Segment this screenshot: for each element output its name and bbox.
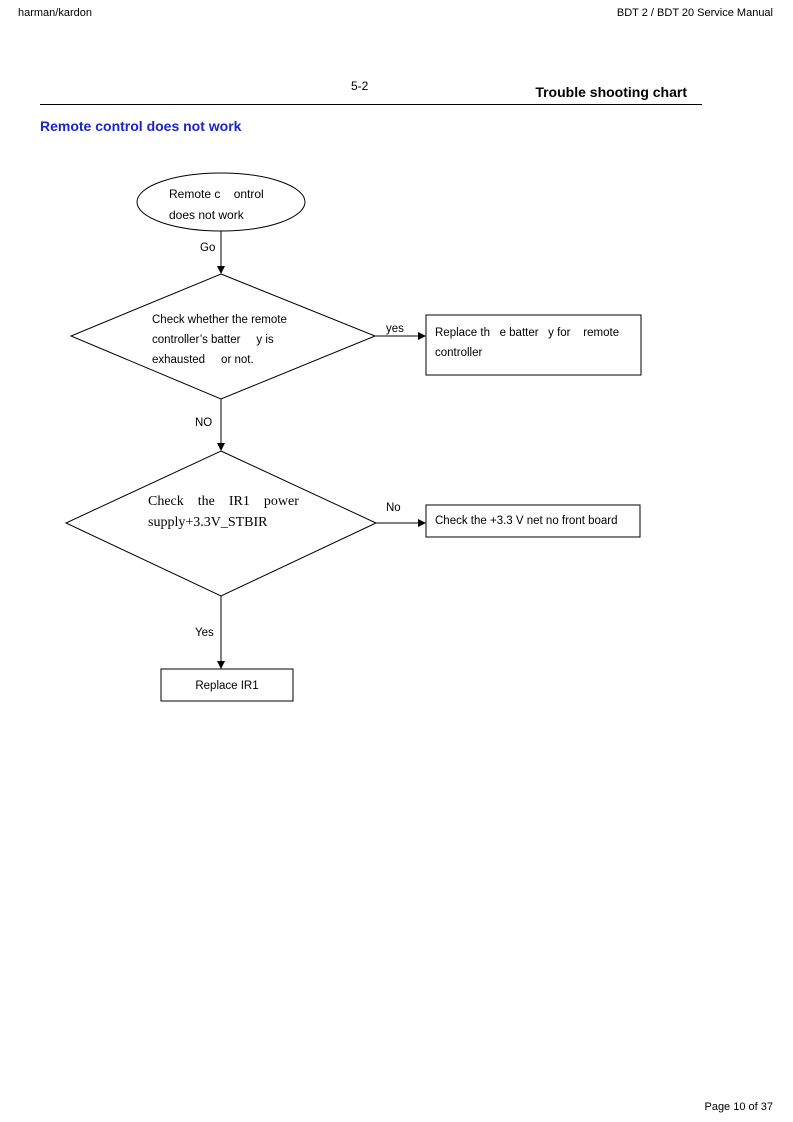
action3-text: Replace IR1: [195, 680, 258, 692]
start-text-line1: Remote c ontrol: [169, 187, 264, 201]
arrow-no-1-head: [217, 443, 225, 451]
action-check-3v3-net: [425, 504, 641, 538]
decision2-line2: supply+3.3V_STBIR: [148, 515, 268, 530]
footer-page-count: Page 10 of 37: [704, 1101, 773, 1113]
decision1-line3: exhausted or not.: [152, 354, 254, 366]
action-replace-battery: [425, 314, 642, 376]
action1-line1: Replace th e batter y for remote: [435, 327, 619, 339]
arrow-yes-head: [418, 332, 426, 340]
yes-label-2: Yes: [195, 627, 214, 639]
decision1-line2: controller’s batter y is: [152, 334, 274, 346]
arrow-no-2-head: [418, 519, 426, 527]
start-text-line2: does not work: [169, 208, 245, 222]
go-label: Go: [200, 242, 215, 254]
chart-title: Trouble shooting chart: [535, 84, 687, 100]
no-label-1: NO: [195, 417, 212, 429]
yes-label: yes: [386, 323, 404, 335]
section-page-number: 5-2: [351, 79, 369, 93]
start-ellipse: [136, 172, 306, 232]
header-rule: [40, 104, 702, 105]
arrow-yes-2-head: [217, 661, 225, 669]
arrow-go-head: [217, 266, 225, 274]
action1-line2: controller: [435, 347, 482, 359]
section-title: Remote control does not work: [40, 118, 242, 134]
action-replace-ir1: [160, 668, 294, 702]
header-manual-title: BDT 2 / BDT 20 Service Manual: [616, 7, 773, 19]
decision1-line1: Check whether the remote: [152, 314, 287, 326]
decision2-line1: Check the IR1 power: [148, 494, 299, 509]
action2-text: Check the +3.3 V net no front board: [435, 515, 618, 527]
no-label-2: No: [386, 502, 401, 514]
header-brand: harman/kardon: [18, 7, 92, 19]
